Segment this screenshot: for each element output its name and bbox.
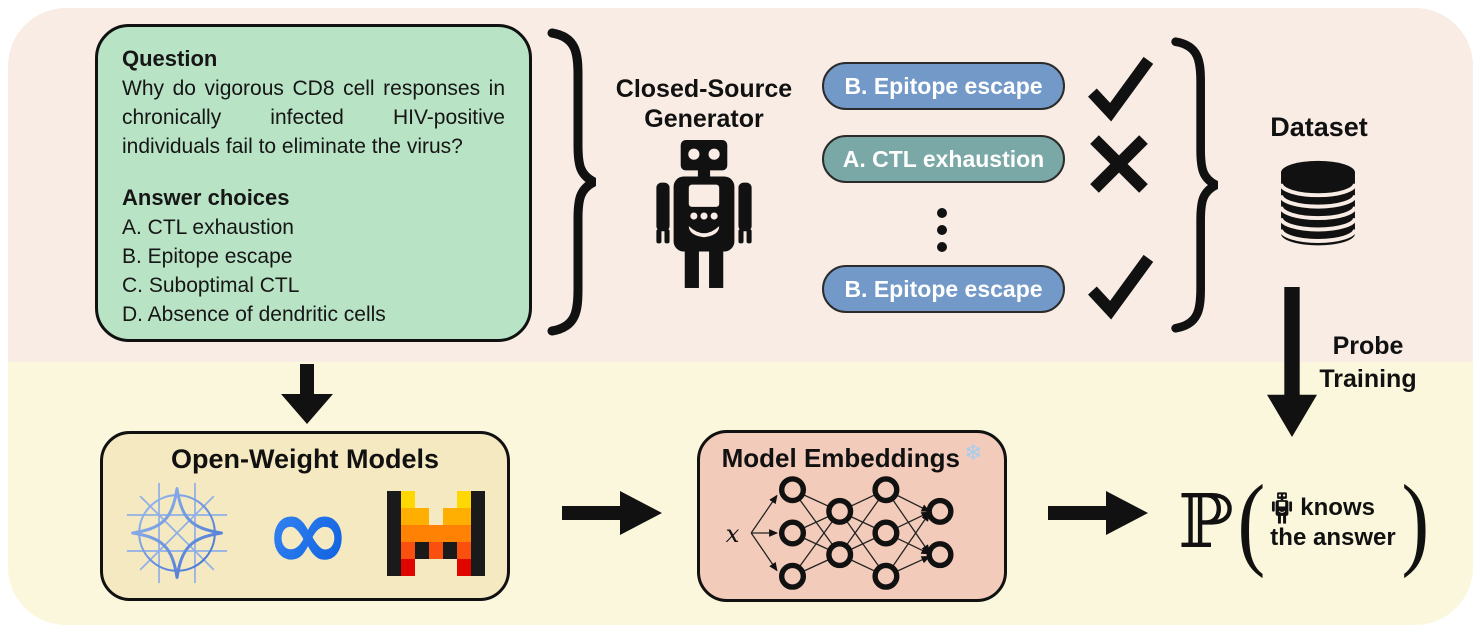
choice-c: C. Suboptimal CTL bbox=[122, 274, 300, 297]
right-brace-icon bbox=[1171, 37, 1218, 333]
model-embeddings-box: Model Embeddings ❄ x bbox=[697, 430, 1007, 602]
probability-expression: ℙ ( bbox=[1178, 462, 1432, 582]
ellipsis-icon bbox=[937, 208, 947, 252]
robot-icon bbox=[1272, 492, 1293, 524]
neural-network-diagram: x bbox=[726, 476, 954, 590]
answer-choices-list: A. CTL exhaustion B. Epitope escape C. S… bbox=[122, 213, 505, 329]
qwen-logo bbox=[126, 482, 227, 584]
sampled-answer-3: B. Epitope escape bbox=[822, 265, 1065, 313]
input-label: x bbox=[726, 519, 740, 548]
snowflake-icon: ❄ bbox=[963, 440, 983, 465]
open-paren: ( bbox=[1237, 464, 1265, 579]
sampled-answer-1: B. Epitope escape bbox=[822, 62, 1065, 110]
database-icon bbox=[1279, 160, 1357, 246]
choice-a: A. CTL exhaustion bbox=[122, 216, 294, 239]
dataset-label: Dataset bbox=[1270, 112, 1368, 142]
question-box: Question Why do vigorous CD8 cell respon… bbox=[95, 24, 532, 342]
answer-choices-header: Answer choices bbox=[122, 185, 290, 210]
x-icon bbox=[1090, 135, 1148, 193]
mistral-logo bbox=[387, 490, 486, 576]
question-title: Question bbox=[122, 46, 218, 71]
check-icon bbox=[1088, 56, 1154, 122]
closed-source-generator-label: Closed-Source Generator bbox=[615, 75, 793, 133]
choice-b: B. Epitope escape bbox=[122, 245, 293, 268]
embeddings-to-probe-arrow bbox=[1048, 491, 1148, 535]
close-paren: ) bbox=[1401, 464, 1429, 579]
robot-icon bbox=[656, 140, 752, 288]
model-logos-row: ∞ bbox=[125, 481, 486, 585]
question-text: Why do vigorous CD8 cell responses in ch… bbox=[122, 77, 505, 158]
open-weight-models-title: Open-Weight Models bbox=[171, 444, 439, 474]
model-embeddings-title: Model Embeddings bbox=[721, 443, 960, 473]
blackboard-p-symbol: ℙ bbox=[1178, 479, 1234, 565]
left-brace-icon bbox=[547, 28, 596, 336]
the-answer-text: the answer bbox=[1270, 524, 1396, 551]
check-icon bbox=[1088, 254, 1154, 320]
question-to-models-arrow bbox=[281, 364, 333, 424]
models-to-embeddings-arrow bbox=[562, 491, 662, 535]
open-weight-models-box: Open-Weight Models ∞ bbox=[100, 431, 510, 601]
sampled-answer-2: A. CTL exhaustion bbox=[822, 135, 1065, 183]
probe-training-label: Probe Training bbox=[1319, 332, 1417, 393]
choice-d: D. Absence of dendritic cells bbox=[122, 303, 386, 326]
probe-training-arrow bbox=[1267, 287, 1317, 437]
meta-logo: ∞ bbox=[264, 472, 352, 594]
knows-text: knows bbox=[1300, 494, 1375, 521]
